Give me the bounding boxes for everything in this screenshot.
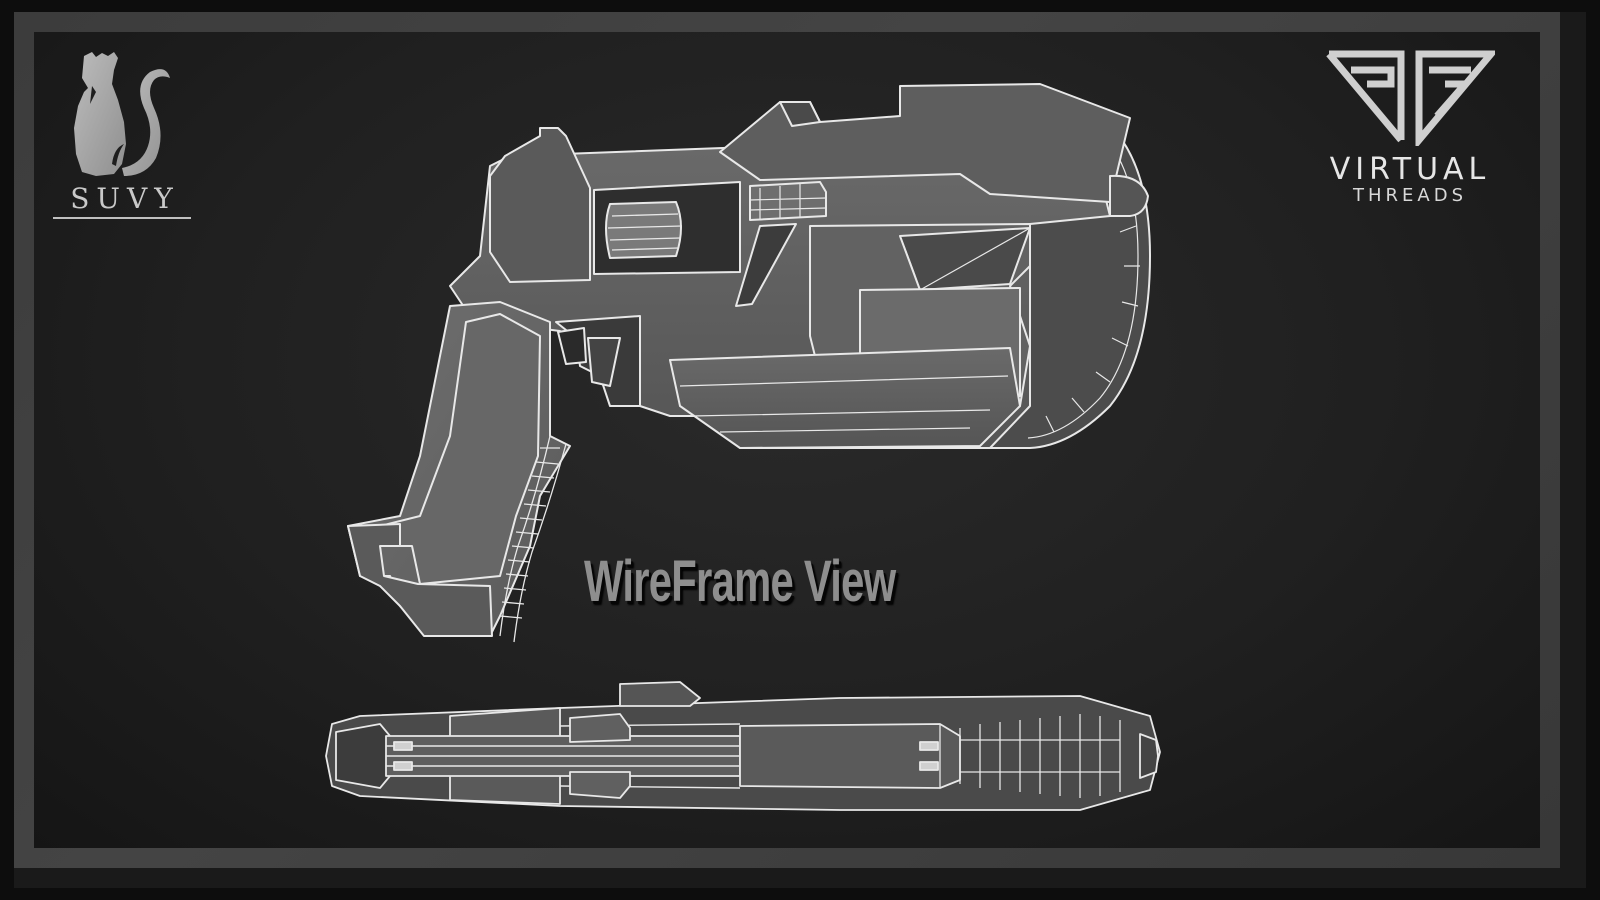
suvy-logo-text: SUVY — [70, 182, 180, 215]
virtual-threads-logo: VIRTUAL THREADS — [1300, 50, 1520, 220]
cat-silhouette-icon — [74, 52, 170, 176]
gun-side-view — [347, 83, 1151, 643]
suvy-logo: SUVY — [52, 44, 192, 224]
vt-triangle-monogram-icon — [1326, 50, 1499, 150]
wireframe-view-title: WireFrame View — [584, 549, 896, 614]
gun-top-view — [325, 681, 1161, 811]
virtual-threads-subtitle: THREADS — [1352, 185, 1467, 206]
suvy-underline — [53, 217, 191, 219]
virtual-threads-title: VIRTUAL — [1329, 152, 1491, 187]
